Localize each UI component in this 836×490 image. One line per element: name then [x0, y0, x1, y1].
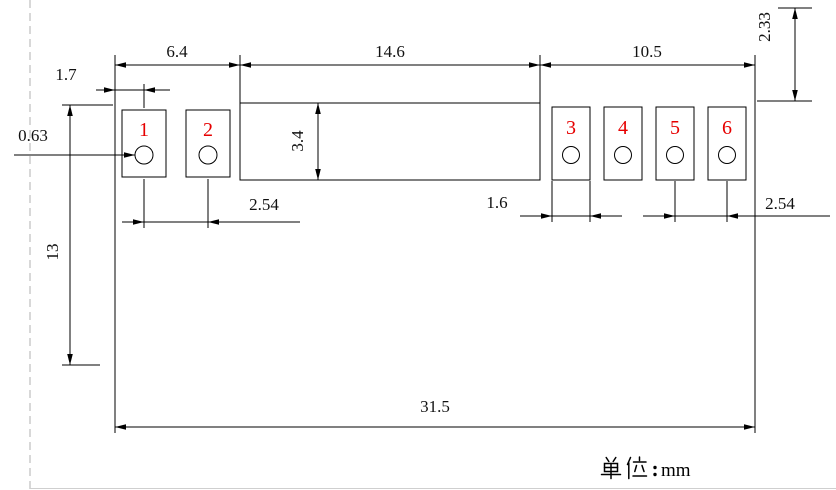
unit-value: mm — [661, 460, 691, 481]
pad-3-hole — [562, 146, 580, 164]
pad-1-hole — [134, 145, 154, 165]
dimension-total-width: 31.5 — [115, 397, 755, 430]
pad-4: 4 — [603, 106, 643, 181]
dim-label-slot-height: 3.4 — [288, 130, 307, 152]
dimension-pad-width: 1.6 — [486, 181, 622, 222]
unit-label-cn-text — [600, 456, 657, 480]
pad-2: 2 — [185, 109, 231, 178]
pad-5-body — [655, 106, 695, 181]
pad-6: 6 — [707, 106, 747, 181]
center-slot-outline — [239, 102, 541, 181]
dim-label-right-vertical-offset: 2.33 — [755, 12, 774, 42]
dim-label-top-middle-width: 14.6 — [375, 42, 405, 61]
pad-1: 1 — [121, 109, 167, 178]
pad-3-body — [551, 106, 591, 181]
pad-4-number: 4 — [618, 117, 628, 139]
pad-5-hole — [666, 146, 684, 164]
dimension-slot-height: 3.4 — [288, 103, 321, 180]
pad-3: 3 — [551, 106, 591, 181]
dimension-pad1-offset: 1.7 — [55, 65, 170, 108]
pad-5-number: 5 — [670, 117, 680, 139]
dimension-hole-diameter: 0.63 — [14, 126, 135, 158]
pad-4-body — [603, 106, 643, 181]
pad-5: 5 — [655, 106, 695, 181]
dimension-top-widths: 6.4 14.6 10.5 — [115, 42, 755, 103]
dim-label-top-right-width: 10.5 — [632, 42, 662, 61]
pad-6-body — [707, 106, 747, 181]
pad-2-number: 2 — [203, 119, 213, 141]
dim-label-total-width: 31.5 — [420, 397, 450, 416]
dimension-right-pad-pitch: 2.54 — [643, 181, 830, 222]
dim-label-left-pad-pitch: 2.54 — [249, 195, 279, 214]
pad-2-hole — [198, 145, 218, 165]
pad-2-body — [185, 109, 231, 178]
unit-note: mm — [600, 456, 691, 481]
dimension-left-pad-pitch: 2.54 — [122, 179, 300, 228]
dim-label-top-left-width: 6.4 — [166, 42, 188, 61]
pad-6-hole — [718, 146, 736, 164]
dimension-body-height: 13 — [43, 104, 113, 366]
dimension-right-vertical-offset: 2.33 — [755, 7, 812, 102]
pad-4-hole — [614, 146, 632, 164]
dim-label-pad1-offset: 1.7 — [55, 65, 77, 84]
pad-3-number: 3 — [566, 117, 576, 139]
page-edges — [29, 0, 836, 490]
dim-label-hole-diameter: 0.63 — [18, 126, 48, 145]
dim-label-right-pad-pitch: 2.54 — [765, 194, 795, 213]
pad-6-number: 6 — [722, 117, 732, 139]
dim-label-pad-width: 1.6 — [486, 193, 507, 212]
pad-1-body — [121, 109, 167, 178]
pad-1-number: 1 — [139, 119, 149, 141]
dim-label-body-height: 13 — [43, 244, 62, 261]
module-outline — [114, 55, 756, 433]
